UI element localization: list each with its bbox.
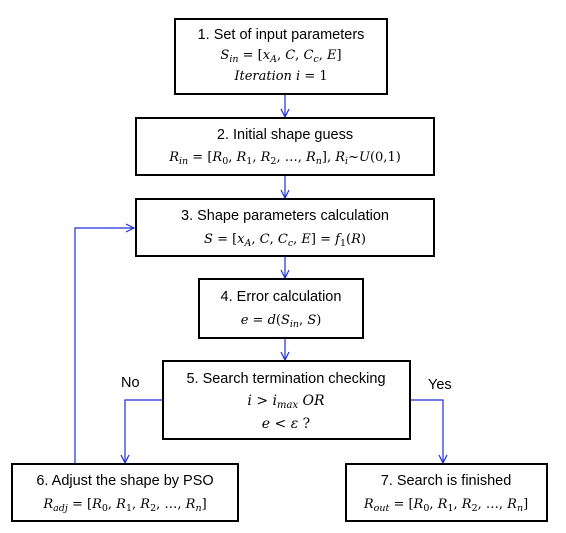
step-box-2: 2. Initial shape guess Rin = [R0, R1, R2… bbox=[135, 117, 435, 176]
step-7-title: 7. Search is finished bbox=[381, 473, 512, 489]
step-2-formula: Rin = [R0, R1, R2, …, Rn], Ri~U(0,1) bbox=[168, 150, 401, 167]
step-box-3: 3. Shape parameters calculation S = [xA,… bbox=[135, 198, 435, 257]
arrow-yes-branch bbox=[410, 399, 443, 463]
step-2-title: 2. Initial shape guess bbox=[217, 127, 353, 143]
step-7-formula: Rout = [R0, R1, R2, …, Rn] bbox=[363, 497, 528, 514]
step-box-6: 6. Adjust the shape by PSO Radj = [R0, R… bbox=[11, 463, 239, 522]
step-box-4: 4. Error calculation e = d(Sin, S) bbox=[198, 278, 364, 339]
branch-label-yes: Yes bbox=[428, 377, 452, 393]
branch-label-no: No bbox=[121, 375, 140, 391]
step-4-title: 4. Error calculation bbox=[221, 289, 342, 305]
step-5-title: 5. Search termination checking bbox=[186, 371, 385, 387]
step-5-condition-1: i > imax OR bbox=[247, 393, 325, 411]
connectors bbox=[74, 94, 443, 463]
step-box-5: 5. Search termination checking i > imax … bbox=[162, 360, 411, 440]
step-1-iteration: Iteration i = 1 bbox=[233, 69, 327, 84]
step-4-formula: e = d(Sin, S) bbox=[241, 313, 322, 330]
step-5-condition-2: e < ε ? bbox=[262, 416, 310, 432]
step-box-7: 7. Search is finished Rout = [R0, R1, R2… bbox=[345, 463, 548, 522]
step-box-1: 1. Set of input parameters Sin = [xA, C,… bbox=[174, 18, 388, 95]
step-3-title: 3. Shape parameters calculation bbox=[181, 208, 389, 224]
step-1-title: 1. Set of input parameters bbox=[198, 27, 365, 43]
step-1-formula: Sin = [xA, C, Cc, E] bbox=[220, 48, 341, 65]
step-6-formula: Radj = [R0, R1, R2, …, Rn] bbox=[42, 497, 206, 514]
arrow-no-branch bbox=[125, 399, 163, 463]
arrow-loop-back bbox=[74, 228, 134, 463]
step-6-title: 6. Adjust the shape by PSO bbox=[36, 473, 213, 489]
